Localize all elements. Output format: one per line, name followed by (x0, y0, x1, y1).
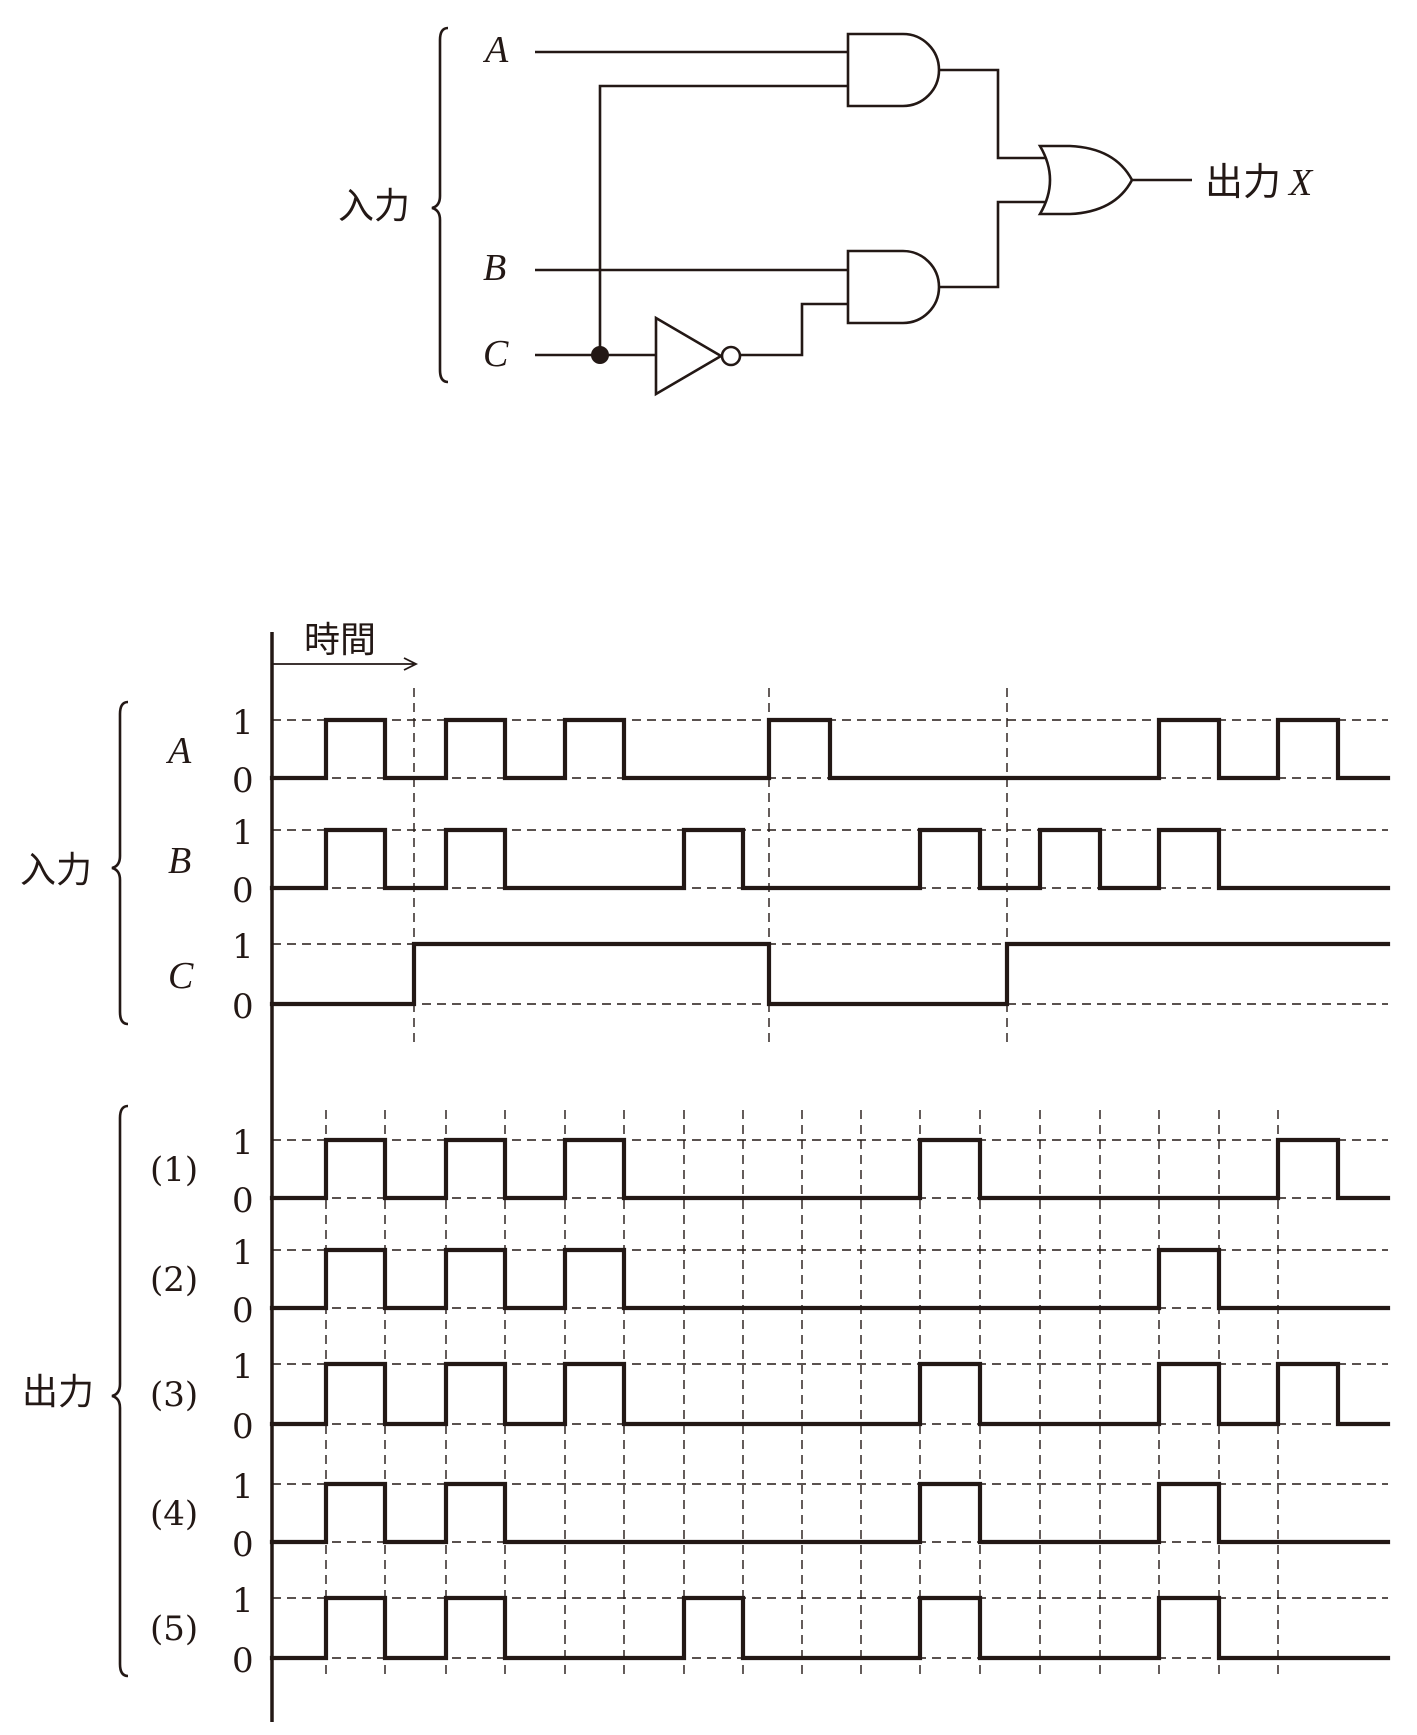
time-label: 時間 (304, 620, 376, 661)
and-gate-2 (846, 249, 941, 325)
and-gate-1 (846, 32, 941, 108)
not-gate (654, 315, 724, 397)
input-brace (431, 26, 449, 384)
circuit-input-c: C (483, 333, 509, 375)
output-4-high-label: 1 (232, 1467, 254, 1507)
timing-output-label: 出力 (22, 1372, 94, 1413)
output-5-low-label: 0 (232, 1641, 254, 1681)
output-3-waveform (269, 1361, 1391, 1427)
input-group-brace (111, 700, 129, 1026)
time-arrow (272, 657, 419, 671)
input-c-high-label: 1 (232, 927, 254, 967)
input-c-name: C (168, 955, 194, 997)
wire-c-branch (598, 84, 848, 355)
not-bubble (720, 345, 742, 367)
wire-not-out (741, 302, 848, 357)
timing-input-label: 入力 (20, 850, 92, 891)
output-2-high-label: 1 (232, 1233, 254, 1273)
or-gate (1037, 144, 1134, 216)
output-4-low-label: 0 (232, 1525, 254, 1565)
circuit-input-a: A (482, 29, 509, 71)
wire-and2-out (938, 200, 1047, 289)
input-b-name: B (168, 840, 191, 882)
input-c-waveform (269, 941, 1391, 1007)
output-1-high-label: 1 (232, 1123, 254, 1163)
wire-and1-out (938, 68, 1047, 160)
output-5-high-label: 1 (232, 1581, 254, 1621)
input-a-waveform (269, 717, 1391, 781)
circuit-input-b: B (483, 247, 506, 289)
output-4-option-label: (4) (150, 1494, 198, 1534)
input-c-low-label: 0 (232, 987, 254, 1027)
output-2-waveform (269, 1247, 1391, 1311)
output-1-waveform (269, 1137, 1391, 1201)
output-3-high-label: 1 (232, 1347, 254, 1387)
output-group-brace (111, 1104, 129, 1678)
input-b-high-label: 1 (232, 813, 254, 853)
output-5-waveform (269, 1595, 1391, 1661)
input-a-low-label: 0 (232, 761, 254, 801)
timing-diagram: 時間 入力 出力 10A10B10C10(1)10(2)10(3)10(4)10… (20, 620, 1391, 1722)
output-2-option-label: (2) (150, 1260, 198, 1300)
output-2-low-label: 0 (232, 1291, 254, 1331)
output-1-low-label: 0 (232, 1181, 254, 1221)
input-b-waveform (269, 827, 1391, 891)
output-1-option-label: (1) (150, 1150, 198, 1190)
input-b-low-label: 0 (232, 871, 254, 911)
output-4-waveform (269, 1481, 1391, 1545)
input-a-high-label: 1 (232, 703, 254, 743)
junction-dot (591, 346, 609, 364)
output-3-option-label: (3) (150, 1375, 198, 1415)
output-3-low-label: 0 (232, 1407, 254, 1447)
output-5-option-label: (5) (150, 1609, 198, 1649)
input-a-name: A (165, 730, 192, 772)
circuit-input-label: 入力 (338, 186, 410, 227)
